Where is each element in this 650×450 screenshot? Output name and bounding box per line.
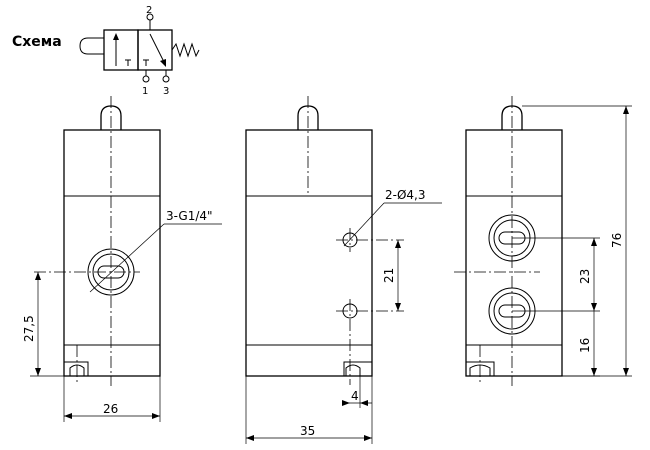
- side-dim-spacing: 21: [382, 268, 396, 283]
- rear-body: [465, 129, 563, 377]
- front-port-callout: 3-G1/4": [166, 209, 213, 223]
- port-3-label: 3: [163, 86, 169, 97]
- side-mount-foot: [345, 364, 361, 377]
- front-mount-foot: [69, 364, 85, 377]
- rear-view: 23 16 76: [454, 96, 632, 386]
- button-actuator: [79, 37, 104, 55]
- front-dim-width: 26: [103, 402, 118, 416]
- schema-symbol: Схема 2 1 3: [12, 5, 200, 97]
- front-dim-height: 27,5: [22, 315, 36, 342]
- front-view: 3-G1/4" 27,5 26: [22, 96, 222, 422]
- rear-dim-total: 76: [610, 233, 624, 248]
- rear-dim-spacing: 23: [578, 269, 592, 284]
- rear-mount-foot: [469, 364, 491, 377]
- schema-title: Схема: [12, 34, 62, 50]
- front-body: [63, 129, 161, 377]
- side-dim-width: 35: [300, 424, 315, 438]
- port-1-label: 1: [142, 86, 148, 97]
- spring-icon: [171, 42, 200, 58]
- side-hole-callout: 2-Ø4,3: [385, 188, 426, 202]
- side-dim-offset: 4: [351, 389, 359, 403]
- rear-dim-lower: 16: [578, 338, 592, 353]
- valve-box-right: [137, 29, 173, 71]
- side-body: [245, 129, 373, 377]
- flow-arrow-diagonal: [149, 33, 165, 63]
- port-2-label: 2: [146, 5, 152, 16]
- valve-box-left: [103, 29, 139, 71]
- side-view: 2-Ø4,3 21 4 35: [245, 96, 442, 444]
